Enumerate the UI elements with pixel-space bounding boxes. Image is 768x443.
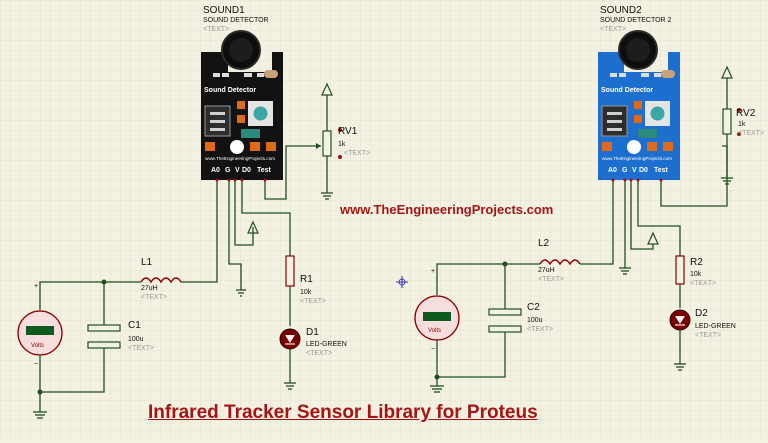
module2-name: SOUND DETECTOR 2 (600, 17, 672, 24)
l1-inductor[interactable]: L1 27uH <TEXT> (39, 257, 184, 310)
module2-led-white (627, 140, 641, 154)
r2-value: 10k (690, 271, 702, 278)
r1-value: 10k (300, 289, 312, 296)
module1-pin-a0: A0 (211, 167, 220, 174)
module1-board-label: Sound Detector (204, 87, 256, 94)
c2-ref: C2 (527, 302, 540, 313)
footer-title: Infrared Tracker Sensor Library for Prot… (148, 402, 538, 423)
rv1-ref: RV1 (338, 126, 358, 137)
module1-smd-teal (241, 129, 260, 138)
site-url-watermark: www.TheEngineeringProjects.com (340, 202, 554, 217)
c1-ref: C1 (128, 320, 141, 331)
d1-ref: D1 (306, 327, 319, 338)
sound-detector-2[interactable]: SOUND2 SOUND DETECTOR 2 <TEXT> Sound Det… (598, 5, 680, 180)
r2-ref: R2 (690, 257, 703, 268)
d1-led[interactable]: D1 LED-GREEN <TEXT> (279, 327, 347, 390)
r2-resistor[interactable]: R2 10k <TEXT> (675, 255, 716, 308)
c1-capacitor[interactable]: C1 100u <TEXT> (37, 279, 155, 395)
d2-led[interactable]: D2 LED-GREEN <TEXT> (669, 308, 736, 371)
voltmeter1-display (26, 326, 54, 335)
module1-led-white (230, 140, 244, 154)
module2-ref: SOUND2 (600, 5, 642, 16)
module1-microphone-inner (229, 38, 253, 62)
crosshair-cursor-icon (396, 276, 408, 288)
module1-header-pin (213, 73, 220, 77)
rv2-potentiometer[interactable]: RV2 1k <TEXT> (721, 65, 764, 185)
voltmeter-2[interactable]: + Volts − (414, 268, 460, 393)
svg-text:−: − (431, 346, 435, 353)
rv2-ref: RV2 (736, 108, 756, 119)
module2-pin-test: Test (654, 167, 669, 174)
module2-pin-a0: A0 (608, 167, 617, 174)
module2-board-website: www.TheEngineeringProjects.com (602, 156, 672, 161)
d2-ref: D2 (695, 308, 708, 319)
l1-ref: L1 (141, 257, 153, 268)
d1-text-placeholder: <TEXT> (306, 350, 332, 357)
r1-text-placeholder: <TEXT> (300, 298, 326, 305)
module1-pin-test: Test (257, 167, 272, 174)
rv1-value: 1k (338, 141, 346, 148)
svg-text:+: + (34, 283, 38, 290)
rv2-text-placeholder: <TEXT> (738, 130, 764, 137)
d2-value: LED-GREEN (695, 323, 736, 330)
module1-wiring (184, 145, 321, 297)
r2-text-placeholder: <TEXT> (690, 280, 716, 287)
module1-smd-orange (237, 101, 245, 109)
l2-text-placeholder: <TEXT> (538, 276, 564, 283)
module1-pin-g: G (225, 167, 231, 174)
voltmeter2-label: Volts (428, 328, 441, 334)
sound-detector-1[interactable]: SOUND1 SOUND DETECTOR <TEXT> Sound Detec… (201, 5, 283, 180)
module2-text-placeholder: <TEXT> (600, 26, 626, 33)
c2-text-placeholder: <TEXT> (527, 326, 553, 333)
voltmeter2-display (423, 312, 451, 321)
l2-ref: L2 (538, 238, 550, 249)
module2-pin-g: G (622, 167, 628, 174)
l2-value: 27uH (538, 267, 555, 274)
module2-pin-v: V (632, 167, 637, 174)
rv2-value: 1k (738, 121, 746, 128)
module2-wiring (580, 145, 728, 275)
module1-board-website: www.TheEngineeringProjects.com (205, 156, 275, 161)
d2-text-placeholder: <TEXT> (695, 332, 721, 339)
module1-trimmer-cap (264, 70, 278, 78)
module1-pin-d0: D0 (242, 167, 251, 174)
module2-board-label: Sound Detector (601, 87, 653, 94)
l1-value: 27uH (141, 285, 158, 292)
d1-value: LED-GREEN (306, 341, 347, 348)
l1-text-placeholder: <TEXT> (141, 294, 167, 301)
module2-pin-d0: D0 (639, 167, 648, 174)
module1-ref: SOUND1 (203, 5, 245, 16)
c2-value: 100u (527, 317, 543, 324)
rv1-text-placeholder: <TEXT> (344, 150, 370, 157)
svg-text:−: − (34, 361, 38, 368)
r1-resistor[interactable]: R1 10k <TEXT> (285, 255, 326, 326)
c1-text-placeholder: <TEXT> (128, 345, 154, 352)
voltmeter-1[interactable]: + Volts − (17, 283, 63, 419)
module1-name: SOUND DETECTOR (203, 17, 269, 24)
voltmeter1-label: Volts (31, 343, 44, 349)
c1-value: 100u (128, 336, 144, 343)
svg-text:+: + (431, 268, 435, 275)
module1-pin-v: V (235, 167, 240, 174)
rv1-potentiometer[interactable]: RV1 1k <TEXT> (316, 82, 370, 200)
r1-ref: R1 (300, 274, 313, 285)
module1-text-placeholder: <TEXT> (203, 26, 229, 33)
